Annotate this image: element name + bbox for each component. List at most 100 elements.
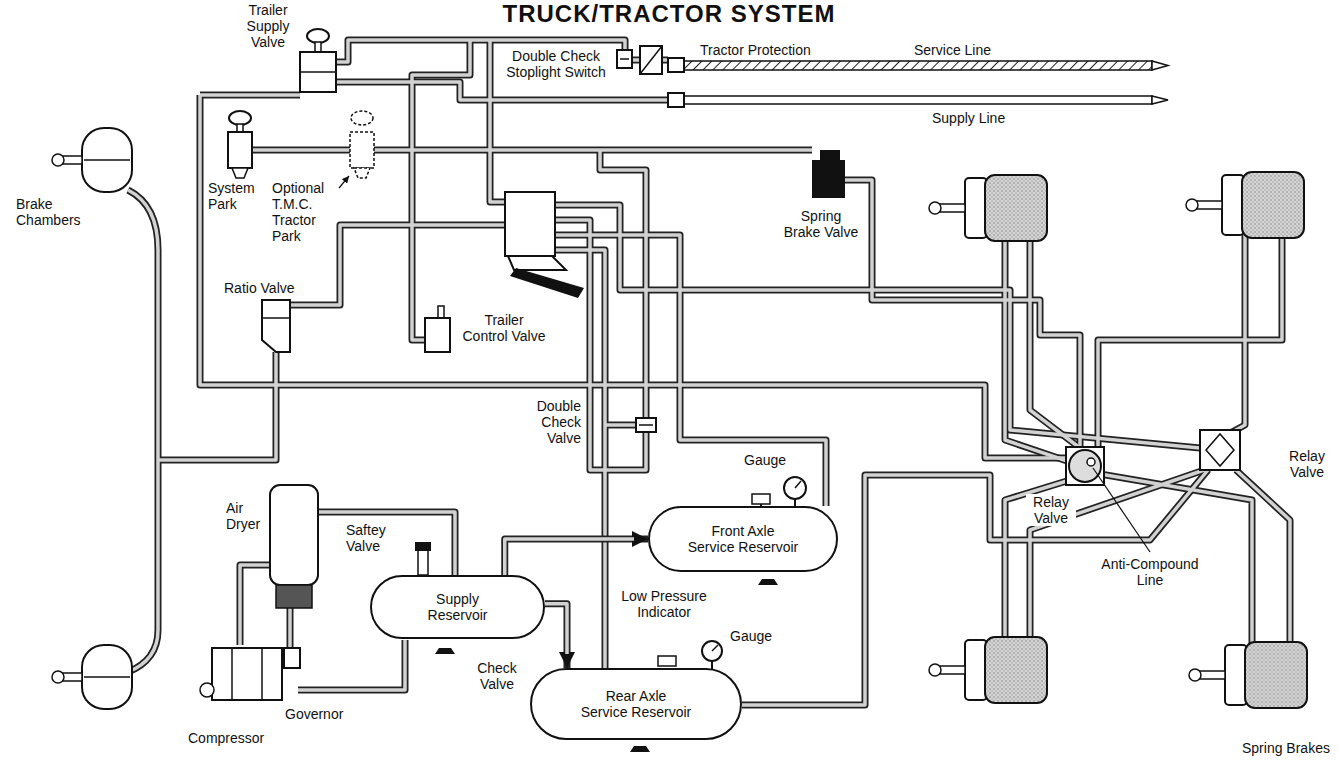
foot-valve bbox=[505, 192, 555, 256]
spring-brake-valve bbox=[812, 160, 845, 198]
drain-valve bbox=[630, 746, 650, 752]
double-check-valve bbox=[636, 418, 656, 432]
valve-knob bbox=[307, 29, 329, 43]
air-line-outline bbox=[128, 40, 1290, 705]
leader-line bbox=[1093, 468, 1150, 552]
valve-detail bbox=[620, 58, 629, 60]
relay-valve-dome bbox=[1069, 450, 1101, 482]
governor bbox=[284, 648, 300, 668]
double-check-valve bbox=[617, 50, 632, 68]
part-label: Spring Brakes bbox=[1240, 740, 1332, 756]
ratio-valve bbox=[262, 300, 290, 352]
switch-detail bbox=[640, 46, 662, 74]
reservoir-label: Front Axle Service Reservoir bbox=[683, 523, 803, 555]
part-label: Optional T.M.C. Tractor Park bbox=[270, 180, 336, 244]
part-label: Double Check Valve bbox=[524, 398, 583, 446]
drain-valve bbox=[435, 648, 455, 654]
compressor-detail bbox=[261, 648, 263, 700]
part-label: Governor bbox=[283, 706, 345, 722]
part-label: Trailer Control Valve bbox=[456, 312, 552, 344]
part-label: Relay Valve bbox=[1282, 448, 1332, 480]
part-label: Gauge bbox=[742, 452, 788, 468]
clevis bbox=[52, 154, 64, 166]
spring-brake-chamber bbox=[1189, 642, 1307, 708]
tractor-protection-valve bbox=[668, 93, 684, 107]
diagram-title: TRUCK/TRACTOR SYSTEM bbox=[503, 0, 836, 28]
check-valve-line bbox=[545, 604, 567, 668]
spring-brake-chamber bbox=[929, 175, 1047, 241]
tractor-protection-valve bbox=[668, 58, 684, 72]
valve-stem bbox=[315, 42, 321, 52]
air-dryer-base bbox=[276, 585, 312, 608]
part-label: Double Check Stoplight Switch bbox=[498, 48, 614, 80]
part-label: Anti-Compound Line bbox=[1088, 556, 1212, 588]
reservoir-tank: Front Axle Service Reservoir bbox=[648, 506, 838, 572]
relay-valve bbox=[1066, 447, 1104, 485]
valve-stem bbox=[237, 124, 243, 132]
front-brake-chamber bbox=[82, 645, 132, 709]
compressor bbox=[212, 648, 282, 700]
part-label: Air Dryer bbox=[224, 500, 268, 532]
reservoir-tank: Supply Reservoir bbox=[370, 575, 545, 639]
valve-knob bbox=[229, 111, 251, 125]
spring-brake-chamber bbox=[1186, 172, 1304, 238]
trailer-control-valve bbox=[425, 318, 450, 352]
reservoir-label: Supply Reservoir bbox=[418, 591, 498, 623]
gauge-needle bbox=[795, 481, 801, 488]
chamber-clamp bbox=[84, 159, 130, 161]
reservoir-label: Rear Axle Service Reservoir bbox=[576, 688, 696, 720]
check-valve-line bbox=[505, 539, 648, 575]
relay-valve-detail bbox=[1206, 434, 1234, 466]
part-label: Trailer Supply Valve bbox=[236, 2, 300, 50]
valve-exhaust bbox=[232, 168, 248, 178]
part-label: Brake Chambers bbox=[14, 196, 90, 228]
valve-exhaust bbox=[354, 168, 370, 178]
system-park-valve bbox=[228, 132, 252, 168]
part-label: Service Line bbox=[912, 42, 993, 58]
pushrod bbox=[62, 156, 82, 164]
treadle-base bbox=[508, 256, 566, 270]
pushrod bbox=[62, 673, 82, 681]
low-pressure-indicator bbox=[658, 656, 676, 666]
part-label: Compressor bbox=[186, 730, 266, 746]
part-label: Relay Valve bbox=[1026, 494, 1076, 526]
part-label: Low Pressure Indicator bbox=[612, 588, 716, 620]
supply-line-hose bbox=[684, 96, 1152, 104]
valve-handle bbox=[438, 306, 444, 318]
front-brake-chamber bbox=[82, 128, 132, 192]
part-label: System Park bbox=[206, 180, 262, 212]
compressor-detail bbox=[231, 648, 233, 700]
treadle-pedal bbox=[510, 268, 584, 298]
part-label: Spring Brake Valve bbox=[780, 208, 862, 240]
spring-brake-valve-knob bbox=[820, 150, 840, 160]
leader-line bbox=[339, 176, 349, 188]
air-line-core bbox=[128, 40, 1290, 705]
air-line-core bbox=[505, 539, 634, 575]
valve-detail bbox=[639, 424, 653, 426]
stoplight-switch bbox=[640, 46, 662, 74]
part-label: Check Valve bbox=[470, 660, 524, 692]
drain-valve bbox=[758, 579, 778, 585]
gauge-needle bbox=[712, 645, 718, 651]
part-label: Supply Line bbox=[930, 110, 1007, 126]
hose-tip bbox=[1152, 61, 1168, 70]
clevis bbox=[52, 671, 64, 683]
valve-detail bbox=[262, 317, 290, 319]
valve-detail bbox=[300, 71, 336, 73]
safety-valve bbox=[418, 550, 428, 575]
trailer-supply-valve bbox=[300, 52, 336, 92]
relay-valve bbox=[1200, 430, 1240, 470]
spring-brake-chamber bbox=[929, 637, 1047, 703]
part-label: Gauge bbox=[728, 628, 774, 644]
tractor-park-valve bbox=[350, 132, 374, 168]
gauge bbox=[702, 641, 722, 661]
part-label: Ratio Valve bbox=[222, 280, 297, 296]
chamber-clamp bbox=[84, 676, 130, 678]
low-pressure-indicator bbox=[752, 494, 770, 504]
air-line-core bbox=[545, 604, 567, 654]
hose-tip bbox=[1152, 96, 1168, 104]
part-label: Saftey Valve bbox=[344, 522, 398, 554]
part-label: Tractor Protection bbox=[698, 42, 813, 58]
service-line-hose bbox=[684, 61, 1152, 70]
